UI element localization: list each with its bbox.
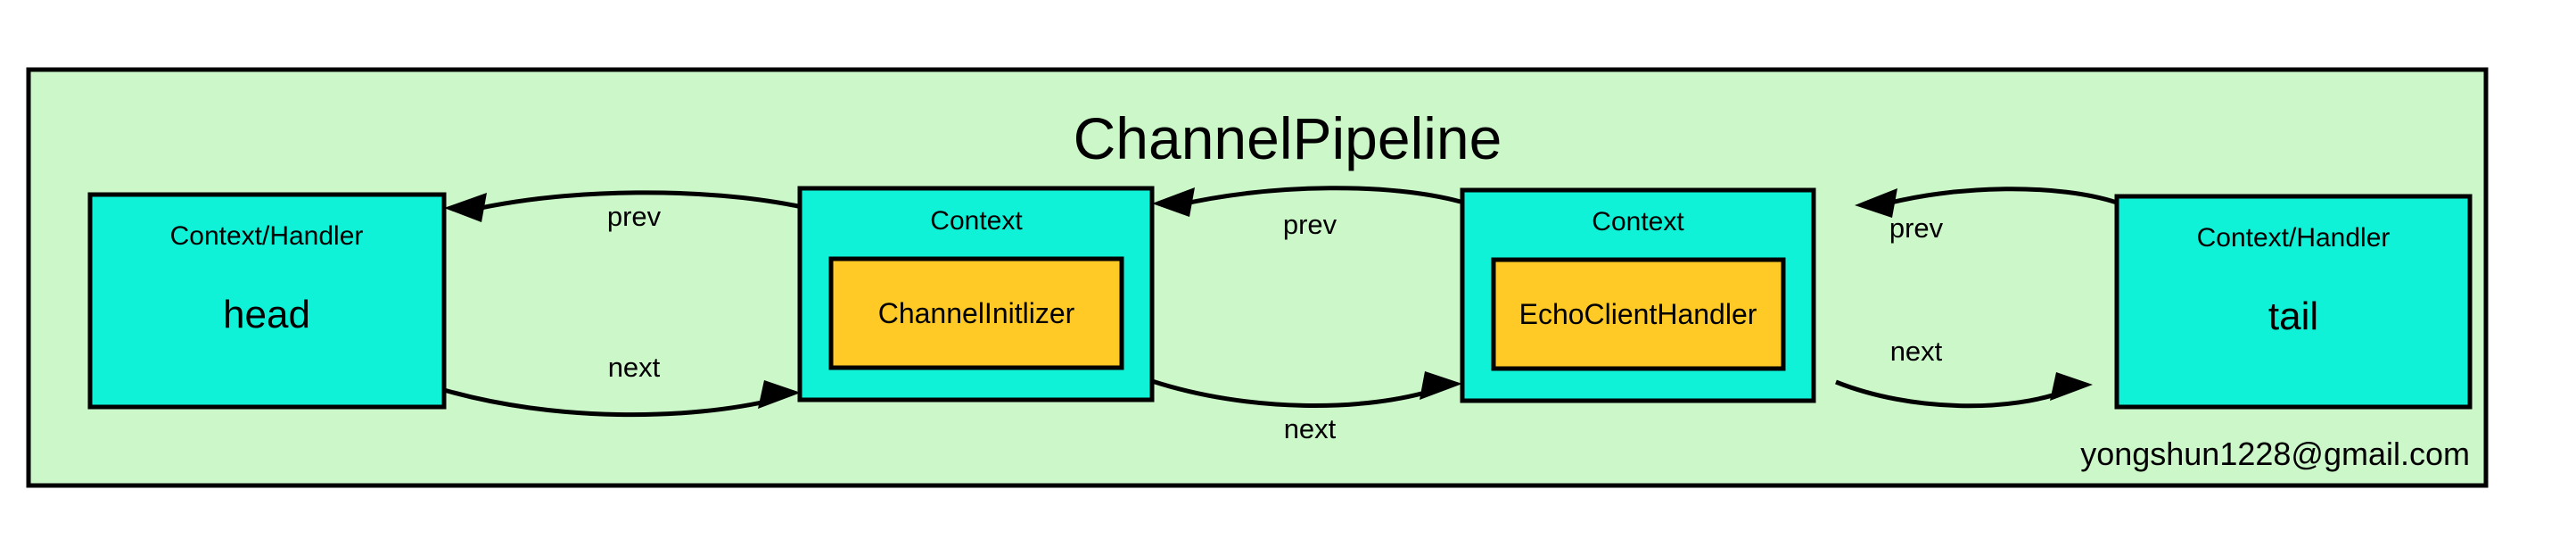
handler-channel-initializer-label: ChannelInitlizer (878, 297, 1075, 329)
arrow-head-icon (2050, 372, 2093, 401)
edge-next-echo: next (1835, 336, 2093, 409)
node-tail-title: tail (2268, 295, 2318, 338)
node-head[interactable]: Context/Handler head (87, 192, 447, 410)
arrow-head-icon (758, 380, 801, 409)
edge-next-initializer: next (1151, 371, 1462, 444)
node-head-box[interactable] (87, 192, 447, 410)
node-echo-client-handler-context[interactable]: Context EchoClientHandler (1460, 187, 1816, 403)
arrow-head-icon (1855, 188, 1897, 218)
node-head-title: head (223, 293, 310, 336)
node-head-caption: Context/Handler (170, 221, 364, 251)
edge-prev-head: prev (444, 190, 799, 232)
node-context-caption: Context (1592, 207, 1684, 237)
edge-label-next: next (608, 352, 661, 383)
handler-echo-client-box[interactable] (1491, 257, 1786, 371)
page-title: ChannelPipeline (1074, 105, 1502, 171)
watermark-email: yongshun1228@gmail.com (2080, 436, 2470, 472)
node-tail[interactable]: Context/Handler tail (2114, 194, 2473, 410)
edge-label-next: next (1890, 336, 1943, 367)
edge-label-prev: prev (1283, 209, 1337, 240)
edge-label-prev: prev (607, 201, 662, 232)
handler-echo-client-label: EchoClientHandler (1519, 298, 1757, 330)
edge-label-prev: prev (1889, 212, 1944, 244)
arrow-head-icon (444, 193, 487, 222)
edge-prev-initializer: prev (1152, 186, 1461, 240)
handler-channel-initializer-box[interactable] (828, 256, 1124, 370)
node-context-caption: Context (930, 206, 1023, 236)
edge-label-next: next (1284, 413, 1337, 444)
node-tail-caption: Context/Handler (2197, 223, 2391, 253)
arrow-head-icon (1152, 187, 1195, 217)
node-tail-box[interactable] (2114, 194, 2473, 410)
arrow-head-icon (1420, 371, 1462, 400)
node-channel-initializer-context[interactable]: Context ChannelInitlizer (797, 186, 1155, 402)
edge-next-head: next (443, 352, 801, 418)
edge-prev-echo: prev (1855, 187, 2118, 244)
